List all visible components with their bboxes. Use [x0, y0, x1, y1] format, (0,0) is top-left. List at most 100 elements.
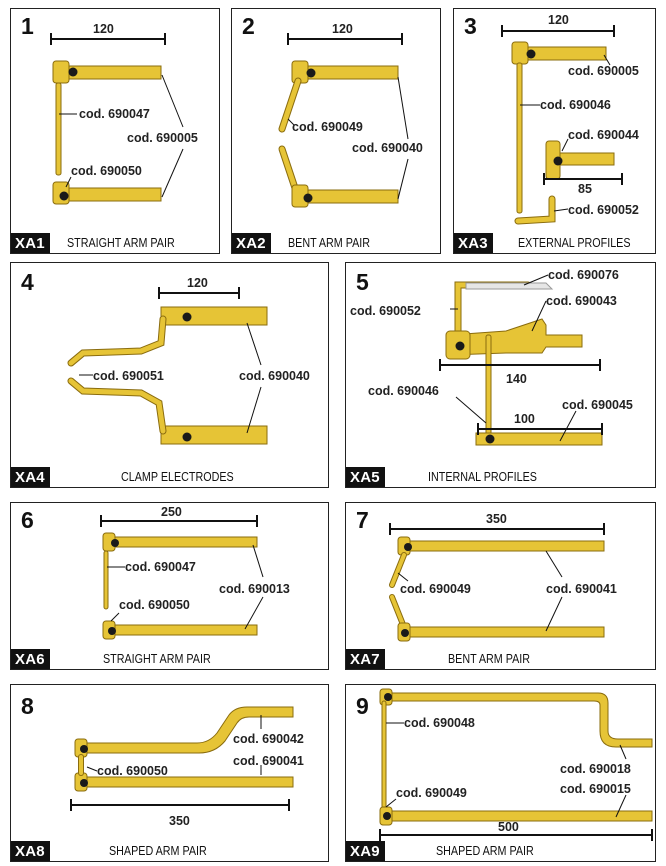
- code-label: cod. 690046: [540, 98, 611, 112]
- code-label: cod. 690052: [350, 304, 421, 318]
- panel-xa4: 4 120 cod. 690051 cod. 690040 XA4 CLAMP …: [10, 262, 329, 488]
- upper-clamp: [52, 60, 70, 84]
- xa5-drawing: 140 100 cod. 690076 cod. 690052 cod. 690…: [350, 268, 633, 446]
- xa6-drawing: 250 cod. 690047 cod. 690013 cod. 690050: [100, 505, 290, 640]
- panel-caption: EXTERNAL PROFILES: [518, 236, 631, 250]
- top-hook-electrode: [455, 282, 531, 336]
- code-label: cod. 690045: [562, 398, 633, 412]
- code-label: cod. 690046: [368, 384, 439, 398]
- bolt-icon: [303, 193, 313, 203]
- panel-xa6: 6 250 cod. 690047 cod. 690013 cod. 69005…: [10, 502, 329, 670]
- bent-electrode-upper: [279, 78, 301, 132]
- panel-number: 8: [21, 693, 34, 719]
- xa1-drawing: 120 cod. 690047 cod. 690005 cod. 690050: [50, 22, 198, 205]
- code-label: cod. 690049: [396, 786, 467, 800]
- code-label: cod. 690043: [546, 294, 617, 308]
- bolt-icon: [526, 49, 536, 59]
- code-label: cod. 690047: [125, 560, 196, 574]
- code-label: cod. 690018: [560, 762, 631, 776]
- model-tag: XA2: [232, 233, 271, 253]
- bolt-icon: [80, 779, 88, 787]
- code-label: cod. 690076: [548, 268, 619, 282]
- panel-caption: BENT ARM PAIR: [288, 236, 371, 250]
- panel-caption: CLAMP ELECTRODES: [121, 470, 234, 484]
- panel-number: 9: [356, 693, 369, 719]
- code-label: cod. 690049: [292, 120, 363, 134]
- bent-electrode-lower: [390, 595, 406, 629]
- panel-xa2: 2 120 cod. 690049 cod. 690040 XA2 BENT A…: [231, 8, 441, 254]
- straight-arm: [74, 776, 294, 788]
- dimension-label: 85: [578, 182, 592, 196]
- panel-xa7: 7 350 cod. 690049 cod. 690041 XA7 BENT A…: [345, 502, 656, 670]
- lower-arm: [160, 425, 268, 445]
- code-label: cod. 690040: [352, 141, 423, 155]
- bolt-icon: [553, 156, 563, 166]
- panel-xa9: 9 500 cod. 690048 cod. 690018 cod. 69001…: [345, 684, 656, 862]
- xa8-drawing: 350 cod. 690042 cod. 690041 cod. 690050: [70, 706, 304, 828]
- panel-caption: INTERNAL PROFILES: [428, 470, 537, 484]
- dimension-label: 350: [169, 814, 190, 828]
- panel-xa5: 5 140 100 cod. 690076 cod. 690052 cod. 6…: [345, 262, 656, 488]
- dimension-label: 140: [506, 372, 527, 386]
- panel-caption: SHAPED ARM PAIR: [436, 844, 534, 858]
- dimension-label: 250: [161, 505, 182, 519]
- model-tag: XA7: [346, 649, 385, 669]
- code-label: cod. 690041: [546, 582, 617, 596]
- panel-xa3: 3 120 85 cod. 690005 cod. 690046 cod. 69…: [453, 8, 656, 254]
- code-label: cod. 690015: [560, 782, 631, 796]
- dimension-label: 120: [187, 276, 208, 290]
- panel-number: 3: [464, 13, 477, 39]
- code-label: cod. 690042: [233, 732, 304, 746]
- model-tag: XA6: [11, 649, 50, 669]
- bolt-icon: [404, 543, 412, 551]
- xa2-drawing: 120 cod. 690049 cod. 690040: [278, 22, 423, 208]
- upper-arm: [102, 536, 258, 548]
- panel-caption: BENT ARM PAIR: [448, 652, 531, 666]
- bolt-icon: [401, 629, 409, 637]
- bolt-icon: [111, 539, 119, 547]
- electrode-tip: [465, 282, 554, 290]
- model-tag: XA9: [346, 841, 385, 861]
- electrode-rod: [103, 550, 109, 610]
- code-label: cod. 690044: [568, 128, 639, 142]
- code-label: cod. 690050: [97, 764, 168, 778]
- panel-number: 4: [21, 269, 34, 295]
- bolt-icon: [108, 627, 116, 635]
- dimension-label: 120: [332, 22, 353, 36]
- panel-xa1: 1 120 cod. 690047 cod. 690005 cod. 69005…: [10, 8, 220, 254]
- code-label: cod. 690005: [568, 64, 639, 78]
- xa7-drawing: 350 cod. 690049 cod. 690041: [389, 512, 617, 642]
- model-tag: XA8: [11, 841, 50, 861]
- clamp-electrode-lower: [68, 378, 166, 434]
- model-tag: XA1: [11, 233, 50, 253]
- panel-number: 2: [242, 13, 255, 39]
- bolt-icon: [455, 341, 465, 351]
- bolt-icon: [182, 432, 192, 442]
- upper-arm: [397, 540, 605, 552]
- code-label: cod. 690040: [239, 369, 310, 383]
- electrode-rod: [55, 82, 62, 176]
- bolt-icon: [383, 812, 391, 820]
- code-label: cod. 690050: [119, 598, 190, 612]
- dimension-label: 100: [514, 412, 535, 426]
- code-label: cod. 690013: [219, 582, 290, 596]
- panel-xa8: 8 350 cod. 690042 cod. 690041 cod. 69005…: [10, 684, 329, 862]
- dimension-label: 350: [486, 512, 507, 526]
- bolt-icon: [384, 693, 392, 701]
- code-label: cod. 690052: [568, 203, 639, 217]
- code-label: cod. 690005: [127, 131, 198, 145]
- code-label: cod. 690051: [93, 369, 164, 383]
- bent-electrode-upper: [390, 553, 406, 587]
- bolt-icon: [59, 191, 69, 201]
- shaped-arm: [379, 692, 653, 748]
- code-label: cod. 690047: [79, 107, 150, 121]
- dimension-label: 120: [93, 22, 114, 36]
- bolt-icon: [306, 68, 316, 78]
- code-label: cod. 690048: [404, 716, 475, 730]
- shaped-arm: [74, 706, 294, 754]
- xa4-drawing: 120 cod. 690051 cod. 690040: [67, 276, 310, 445]
- code-label: cod. 690050: [71, 164, 142, 178]
- xa3-drawing: 120 85 cod. 690005 cod. 690046 cod. 6900…: [501, 13, 639, 225]
- panel-number: 6: [21, 507, 34, 533]
- dimension-label: 120: [548, 13, 569, 27]
